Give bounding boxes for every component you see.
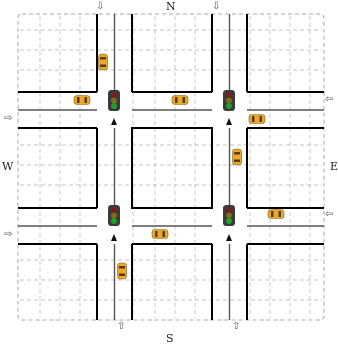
car-body [74,96,90,105]
car-window [155,231,158,237]
stop-marker [111,234,117,241]
car-3 [172,96,188,105]
yellow-lamp [226,98,232,104]
car-window [85,97,88,103]
yellow-lamp [226,213,232,219]
car-window [100,57,106,60]
car-window [77,97,80,103]
red-lamp [226,207,232,213]
car-window [260,116,263,122]
car-window [234,152,240,155]
car-window [163,231,166,237]
car-2 [74,96,90,105]
intersection-nw-traffic-light[interactable] [108,90,120,111]
green-lamp [111,103,117,109]
entry-arrow-north-left[interactable]: ⇩ [96,2,104,12]
car-window [175,97,178,103]
car-window [119,274,125,277]
compass-south-label: S [166,332,174,345]
car-window [100,65,106,68]
car-body [233,149,242,165]
center-block [132,128,212,208]
car-window [119,266,125,269]
intersection-ne-traffic-light[interactable] [223,90,235,111]
board-border [18,14,324,320]
car-window [183,97,186,103]
stop-marker [226,118,232,125]
entry-arrow-west-bottom[interactable]: ⇨ [4,230,12,240]
car-body [172,96,188,105]
car-window [252,116,255,122]
car-body [268,210,284,219]
intersection-se-traffic-light[interactable] [223,205,235,226]
entry-arrow-south-right[interactable]: ⇧ [232,322,240,332]
red-lamp [226,92,232,98]
stop-markers [111,118,232,241]
green-lamp [226,103,232,109]
compass-east-label: E [330,160,338,173]
stop-marker [226,234,232,241]
stop-marker [111,118,117,125]
car-6 [268,210,284,219]
car-window [271,211,274,217]
yellow-lamp [111,213,117,219]
car-body [99,54,108,70]
car-7 [152,230,168,239]
car-body [152,230,168,239]
entry-arrow-east-bottom[interactable]: ⇦ [325,210,333,220]
car-8 [118,263,127,279]
entry-arrow-south-left[interactable]: ⇧ [117,322,125,332]
entry-arrow-east-top[interactable]: ⇦ [325,95,333,105]
green-lamp [111,218,117,224]
entry-arrow-west-top[interactable]: ⇨ [4,114,12,124]
car-1 [99,54,108,70]
background-grid [20,16,322,318]
car-window [279,211,282,217]
green-lamp [226,218,232,224]
red-lamp [111,92,117,98]
car-body [249,115,265,124]
road-network [18,14,324,320]
compass-west-label: W [2,160,13,173]
intersection-sw-traffic-light[interactable] [108,205,120,226]
car-body [118,263,127,279]
yellow-lamp [111,98,117,104]
car-5 [233,149,242,165]
car-4 [249,115,265,124]
car-window [234,160,240,163]
entry-arrow-north-right[interactable]: ⇩ [212,2,220,12]
car-layer [74,54,284,279]
red-lamp [111,207,117,213]
compass-north-label: N [166,0,176,13]
